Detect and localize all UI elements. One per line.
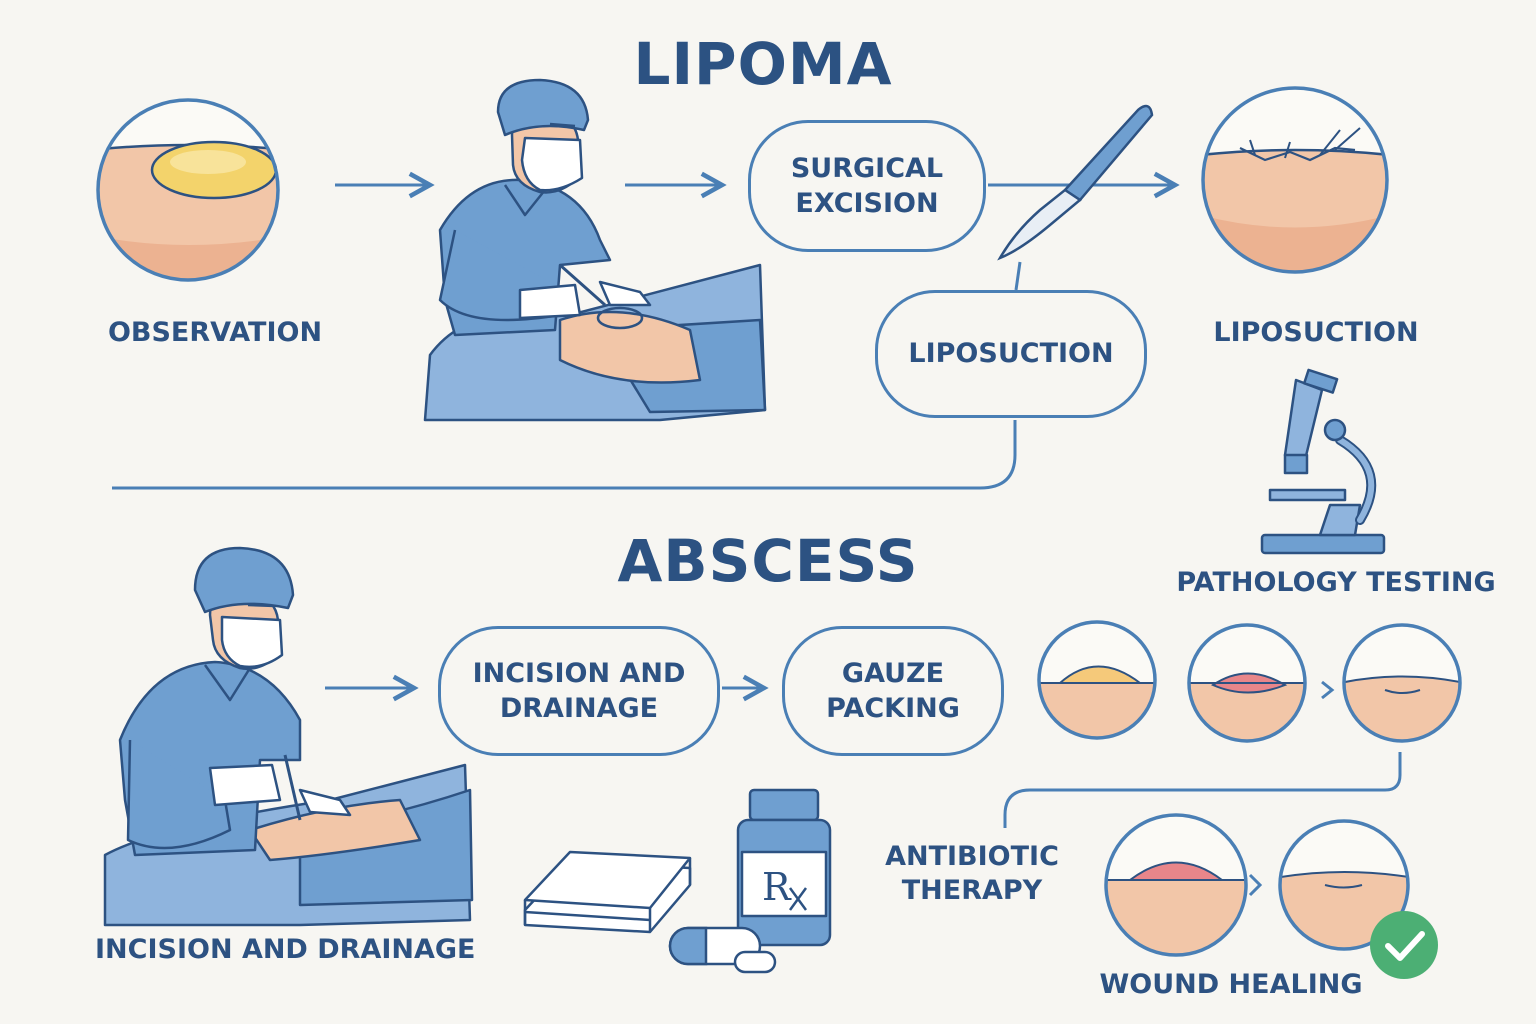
liposuction-step: LIPOSUCTION xyxy=(875,290,1147,418)
scalpel-icon xyxy=(997,104,1154,261)
rx-symbol: R xyxy=(762,865,792,909)
abscess-stage-2-illustration xyxy=(1187,623,1307,743)
incision-drainage-caption: INCISION AND DRAINAGE xyxy=(95,934,476,965)
liposuction-caption: LIPOSUCTION xyxy=(1213,317,1419,348)
surgeon-lipoma-illustration xyxy=(423,78,767,422)
lipoma-title: LIPOMA xyxy=(633,30,893,98)
surgeon-abscess-illustration xyxy=(103,546,474,927)
liposuction-result-illustration xyxy=(1201,86,1389,274)
observation-label: OBSERVATION xyxy=(107,317,323,348)
prescription-bottle-icon: R xyxy=(736,788,832,947)
liposuction-step-label: LIPOSUCTION xyxy=(908,338,1114,370)
pills-icon xyxy=(668,926,777,974)
gauze-pad-icon xyxy=(523,850,692,934)
abscess-title: ABSCESS xyxy=(617,527,919,595)
pathology-testing-label: PATHOLOGY TESTING xyxy=(1176,567,1496,598)
wound-healing-stage-1-illustration xyxy=(1104,813,1248,957)
checkmark-icon xyxy=(1370,911,1438,979)
lipoma-observation-illustration xyxy=(96,98,280,282)
abscess-stage-3-illustration xyxy=(1342,623,1462,743)
abscess-stage-1-illustration xyxy=(1037,620,1157,740)
microscope-icon xyxy=(1260,368,1386,555)
wound-healing-label: WOUND HEALING xyxy=(1099,969,1363,1000)
